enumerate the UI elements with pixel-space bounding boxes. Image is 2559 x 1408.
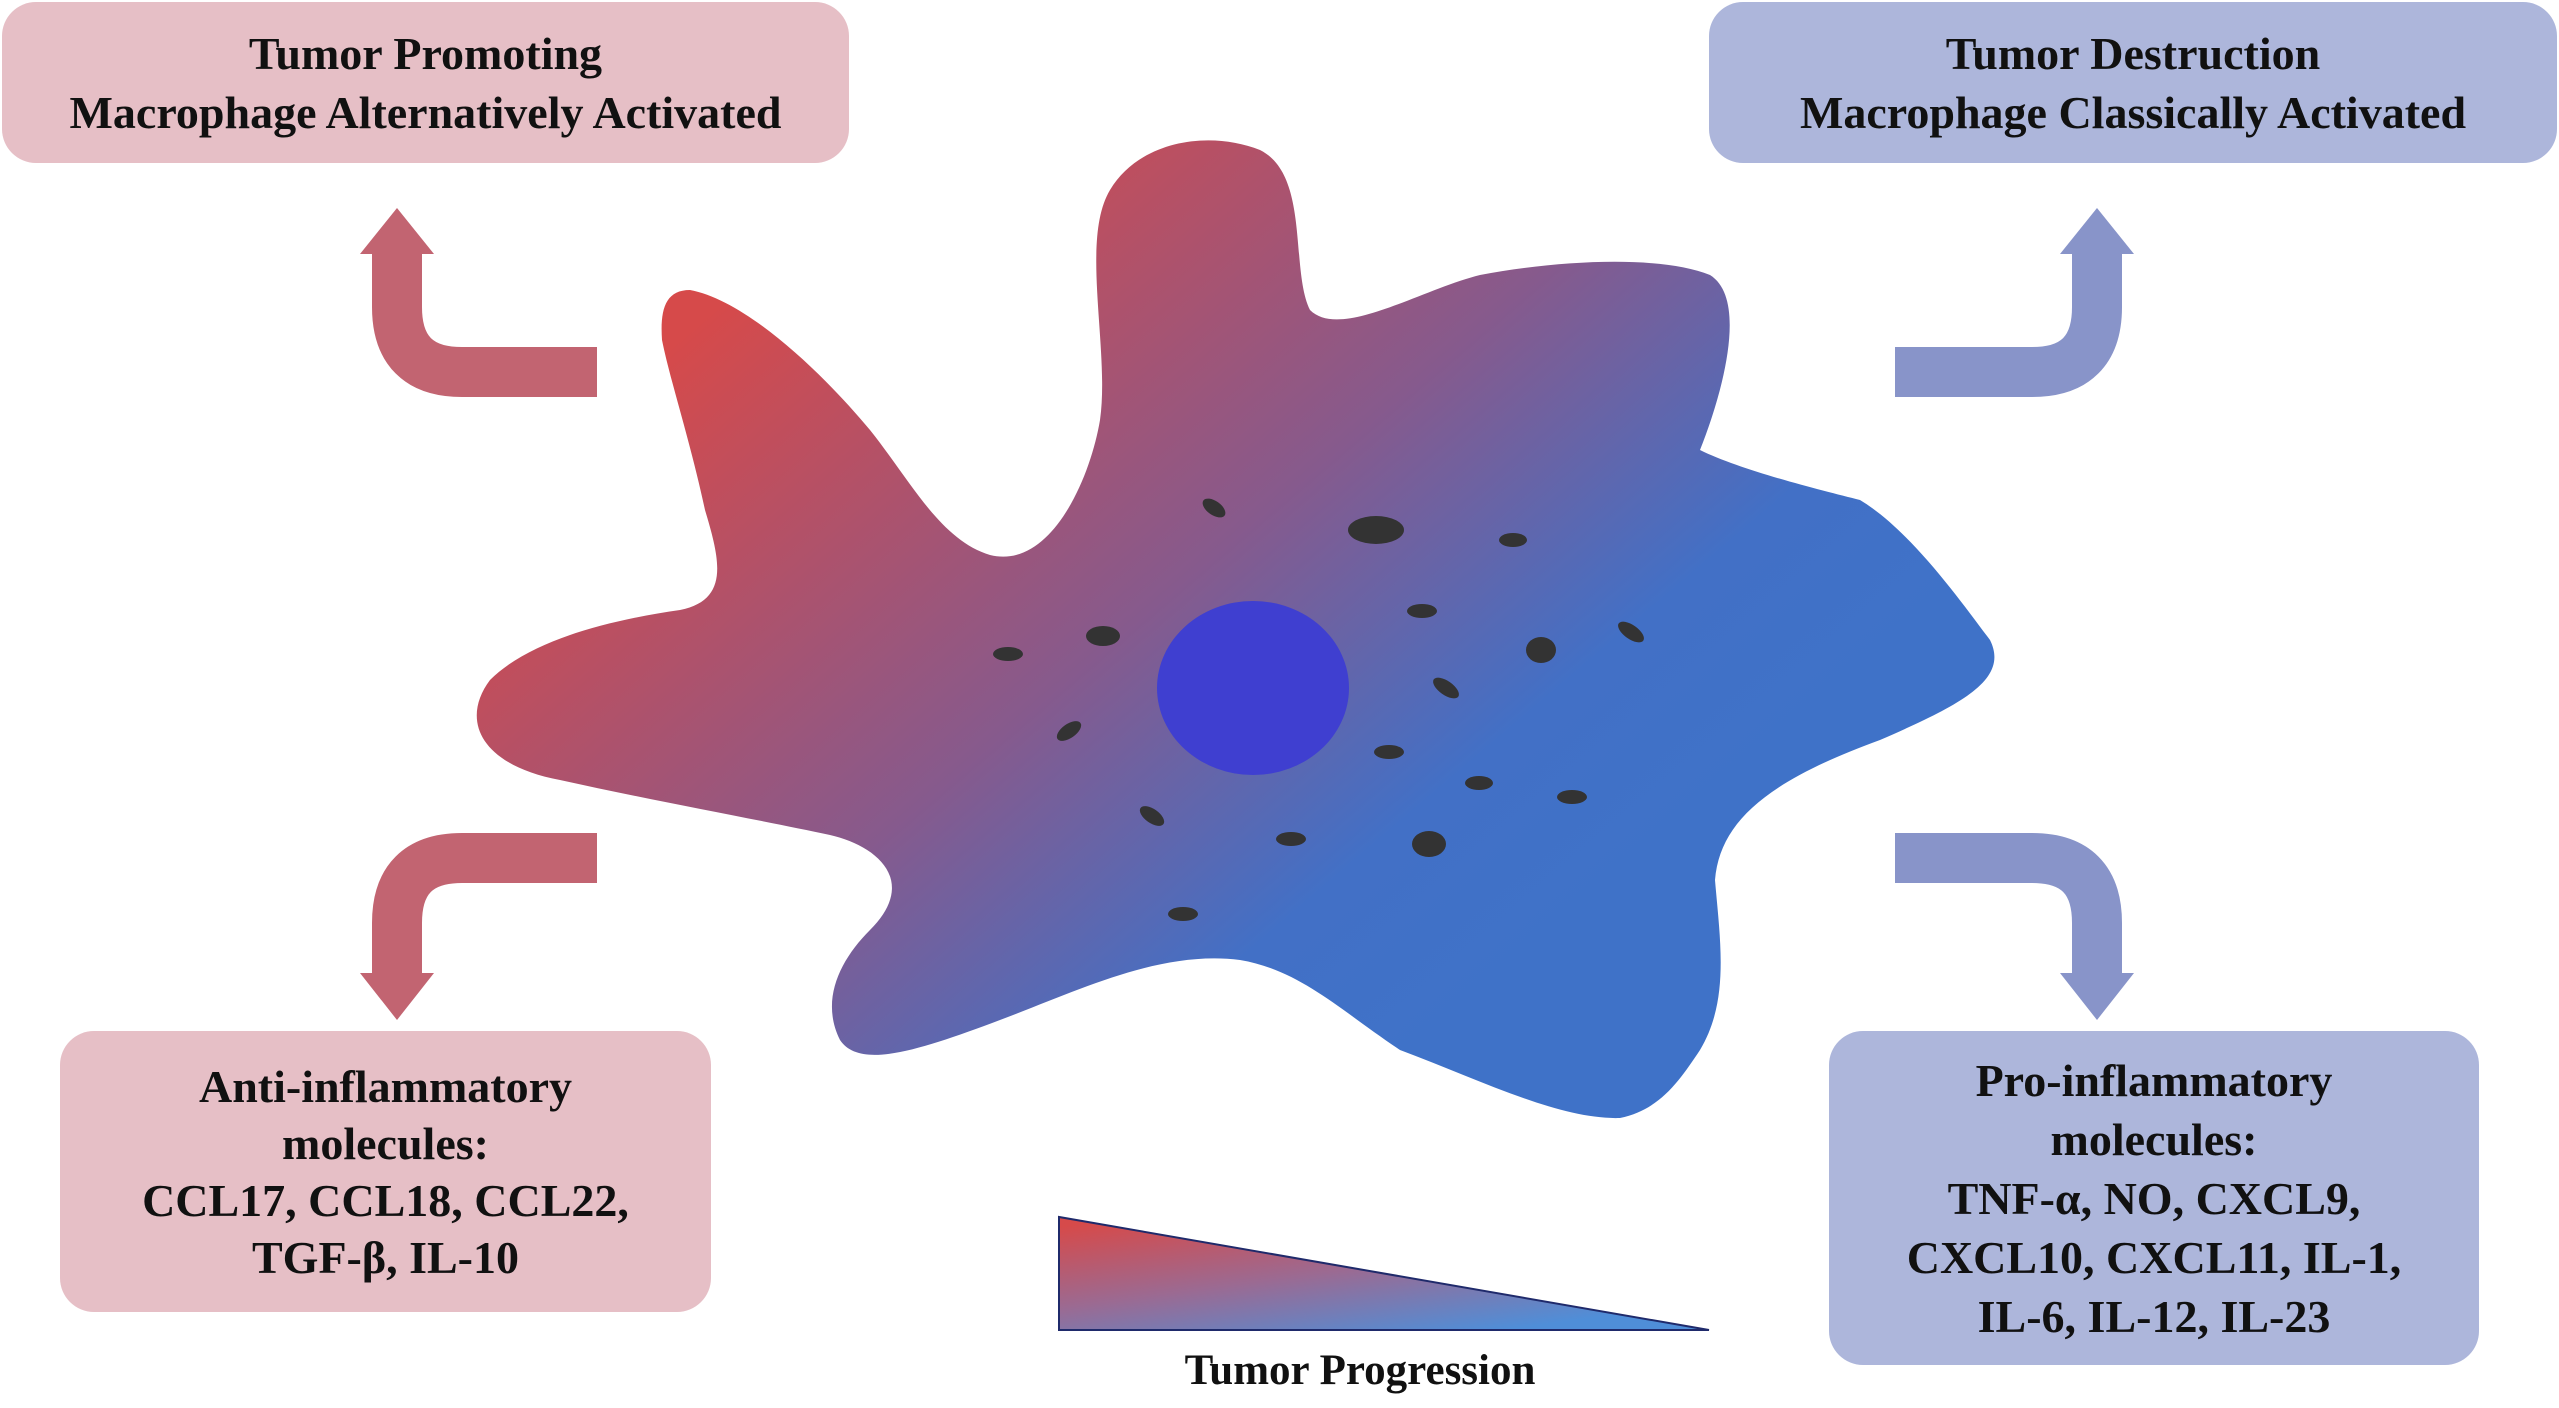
tumor-promoting-box: Tumor Promoting Macrophage Alternatively… [2, 2, 849, 163]
granule [1139, 806, 1165, 826]
box-line: CXCL10, CXCL11, IL-1, [1906, 1231, 2402, 1283]
box-line: CCL17, CCL18, CCL22, [142, 1174, 629, 1226]
curved-arrow-up-icon [1895, 208, 2134, 397]
granule [1412, 831, 1446, 857]
curved-arrow-down-icon [1895, 833, 2134, 1020]
box-line: molecules: [282, 1117, 489, 1169]
curved-arrow-down-icon [360, 833, 597, 1020]
granule [1526, 637, 1556, 663]
granule [1168, 907, 1198, 921]
granule [1202, 498, 1226, 518]
granule [1465, 776, 1493, 790]
box-subtitle: Macrophage Classically Activated [1799, 86, 2467, 138]
granule [1056, 721, 1082, 741]
box-line: Anti-inflammatory [198, 1060, 573, 1112]
box-line: IL-6, IL-12, IL-23 [1977, 1290, 2331, 1342]
progression-wedge [1058, 1215, 1710, 1331]
granules [993, 498, 1644, 921]
tumor-destruction-box: Tumor Destruction Macrophage Classically… [1709, 2, 2557, 163]
box-title: Tumor Promoting [248, 27, 603, 79]
nucleus [1157, 601, 1349, 775]
curved-arrow-up-icon [360, 208, 597, 397]
granule [1499, 533, 1527, 547]
box-line: TNF-α, NO, CXCL9, [1947, 1172, 2361, 1224]
box-subtitle: Macrophage Alternatively Activated [69, 86, 782, 138]
tumor-progression-caption: Tumor Progression [1184, 1347, 1536, 1394]
granule [1374, 745, 1404, 759]
granule [1618, 621, 1644, 643]
granule [1348, 516, 1404, 544]
granule [1407, 604, 1437, 618]
box-line: TGF-β, IL-10 [251, 1231, 519, 1283]
granule [1433, 677, 1459, 699]
box-line: Pro-inflammatory [1975, 1054, 2333, 1106]
box-title: Tumor Destruction [1945, 27, 2321, 79]
granule [1086, 626, 1120, 646]
granule [993, 647, 1023, 661]
anti-inflammatory-box: Anti-inflammatory molecules: CCL17, CCL1… [60, 1031, 711, 1312]
box-line: molecules: [2050, 1113, 2258, 1165]
granule [1557, 790, 1587, 804]
pro-inflammatory-box: Pro-inflammatory molecules: TNF-α, NO, C… [1829, 1031, 2479, 1365]
granule [1276, 832, 1306, 846]
